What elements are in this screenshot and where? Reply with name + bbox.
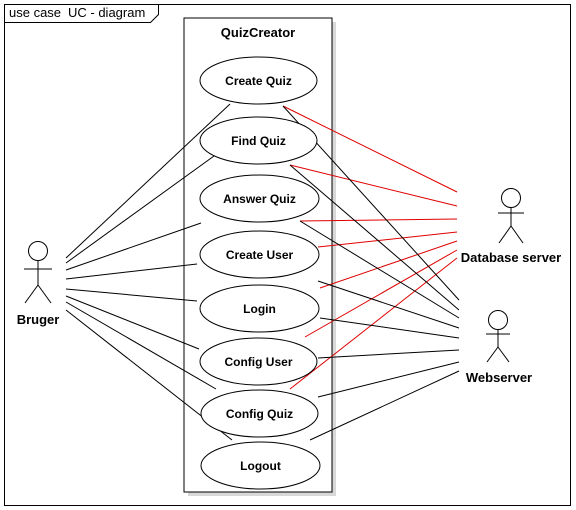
association-webserver-answer-quiz: [299, 220, 460, 319]
association-database-server-create-quiz: [282, 105, 458, 193]
actor-database-server[interactable]: Database server: [461, 188, 561, 266]
association-webserver-find-quiz: [289, 164, 460, 311]
association-bruger-config-user: [65, 295, 200, 350]
association-bruger-login: [65, 288, 198, 302]
stick-figure-icon: [498, 188, 524, 244]
stick-figure-icon: [24, 241, 52, 304]
use-case-create-quiz-label: Create Quiz: [225, 74, 292, 88]
association-database-server-config-user: [304, 249, 458, 338]
actor-bruger-label: Bruger: [17, 312, 60, 327]
frame-keyword: use case: [9, 5, 61, 20]
association-bruger-answer-quiz: [65, 222, 202, 271]
use-case-find-quiz-label: Find Quiz: [231, 134, 286, 148]
use-case-logout[interactable]: Logout: [200, 441, 321, 490]
association-webserver-create-user: [317, 280, 460, 329]
use-case-find-quiz-ellipse: [199, 116, 318, 165]
use-case-config-quiz[interactable]: Config Quiz: [200, 389, 319, 438]
actor-webserver-label: Webserver: [466, 370, 532, 385]
use-case-create-user-label: Create User: [226, 248, 294, 262]
use-case-config-user-label: Config User: [224, 355, 292, 369]
use-case-login-label: Login: [243, 302, 276, 316]
association-database-server-find-quiz: [289, 164, 458, 207]
use-case-create-quiz-ellipse: [199, 56, 318, 105]
use-case-create-user[interactable]: Create User: [199, 230, 320, 279]
association-bruger-create-quiz: [65, 103, 231, 259]
association-database-server-answer-quiz: [299, 218, 458, 222]
use-case-logout-ellipse: [200, 441, 321, 490]
association-bruger-create-user: [65, 263, 198, 280]
diagram-frame: [4, 4, 571, 506]
actor-webserver[interactable]: Webserver: [466, 310, 532, 386]
association-database-server-config-quiz: [289, 257, 458, 390]
association-bruger-find-quiz: [65, 155, 215, 264]
frame-name: UC - diagram: [68, 5, 145, 20]
use-case-config-user-ellipse: [199, 337, 318, 386]
association-webserver-config-quiz: [317, 361, 460, 398]
use-case-answer-quiz-label: Answer Quiz: [223, 192, 296, 206]
system-title: QuizCreator: [221, 25, 295, 40]
use-case-config-quiz-label: Config Quiz: [226, 407, 293, 421]
use-case-answer-quiz[interactable]: Answer Quiz: [199, 174, 320, 223]
use-case-create-quiz[interactable]: Create Quiz: [199, 56, 318, 105]
use-case-find-quiz[interactable]: Find Quiz: [199, 116, 318, 165]
use-case-logout-label: Logout: [240, 459, 281, 473]
use-case-login-ellipse: [199, 284, 320, 333]
use-case-login[interactable]: Login: [199, 284, 320, 333]
association-bruger-config-quiz: [65, 301, 217, 390]
stick-figure-icon: [486, 310, 510, 363]
use-case-config-user[interactable]: Config User: [199, 337, 318, 386]
association-database-server-create-user: [317, 231, 458, 248]
use-case-config-quiz-ellipse: [200, 389, 319, 438]
use-case-layer: Create Quiz Find Quiz Answer Quiz Create…: [199, 56, 321, 490]
association-database-server-login: [319, 240, 458, 289]
association-webserver-config-user: [317, 349, 460, 359]
use-case-create-user-ellipse: [199, 230, 320, 279]
use-case-answer-quiz-ellipse: [199, 174, 320, 223]
frame-tab: [4, 4, 159, 23]
actor-database-server-label: Database server: [461, 250, 561, 265]
actor-bruger[interactable]: Bruger: [17, 241, 60, 328]
association-webserver-logout: [309, 370, 460, 441]
association-webserver-login: [319, 317, 460, 339]
